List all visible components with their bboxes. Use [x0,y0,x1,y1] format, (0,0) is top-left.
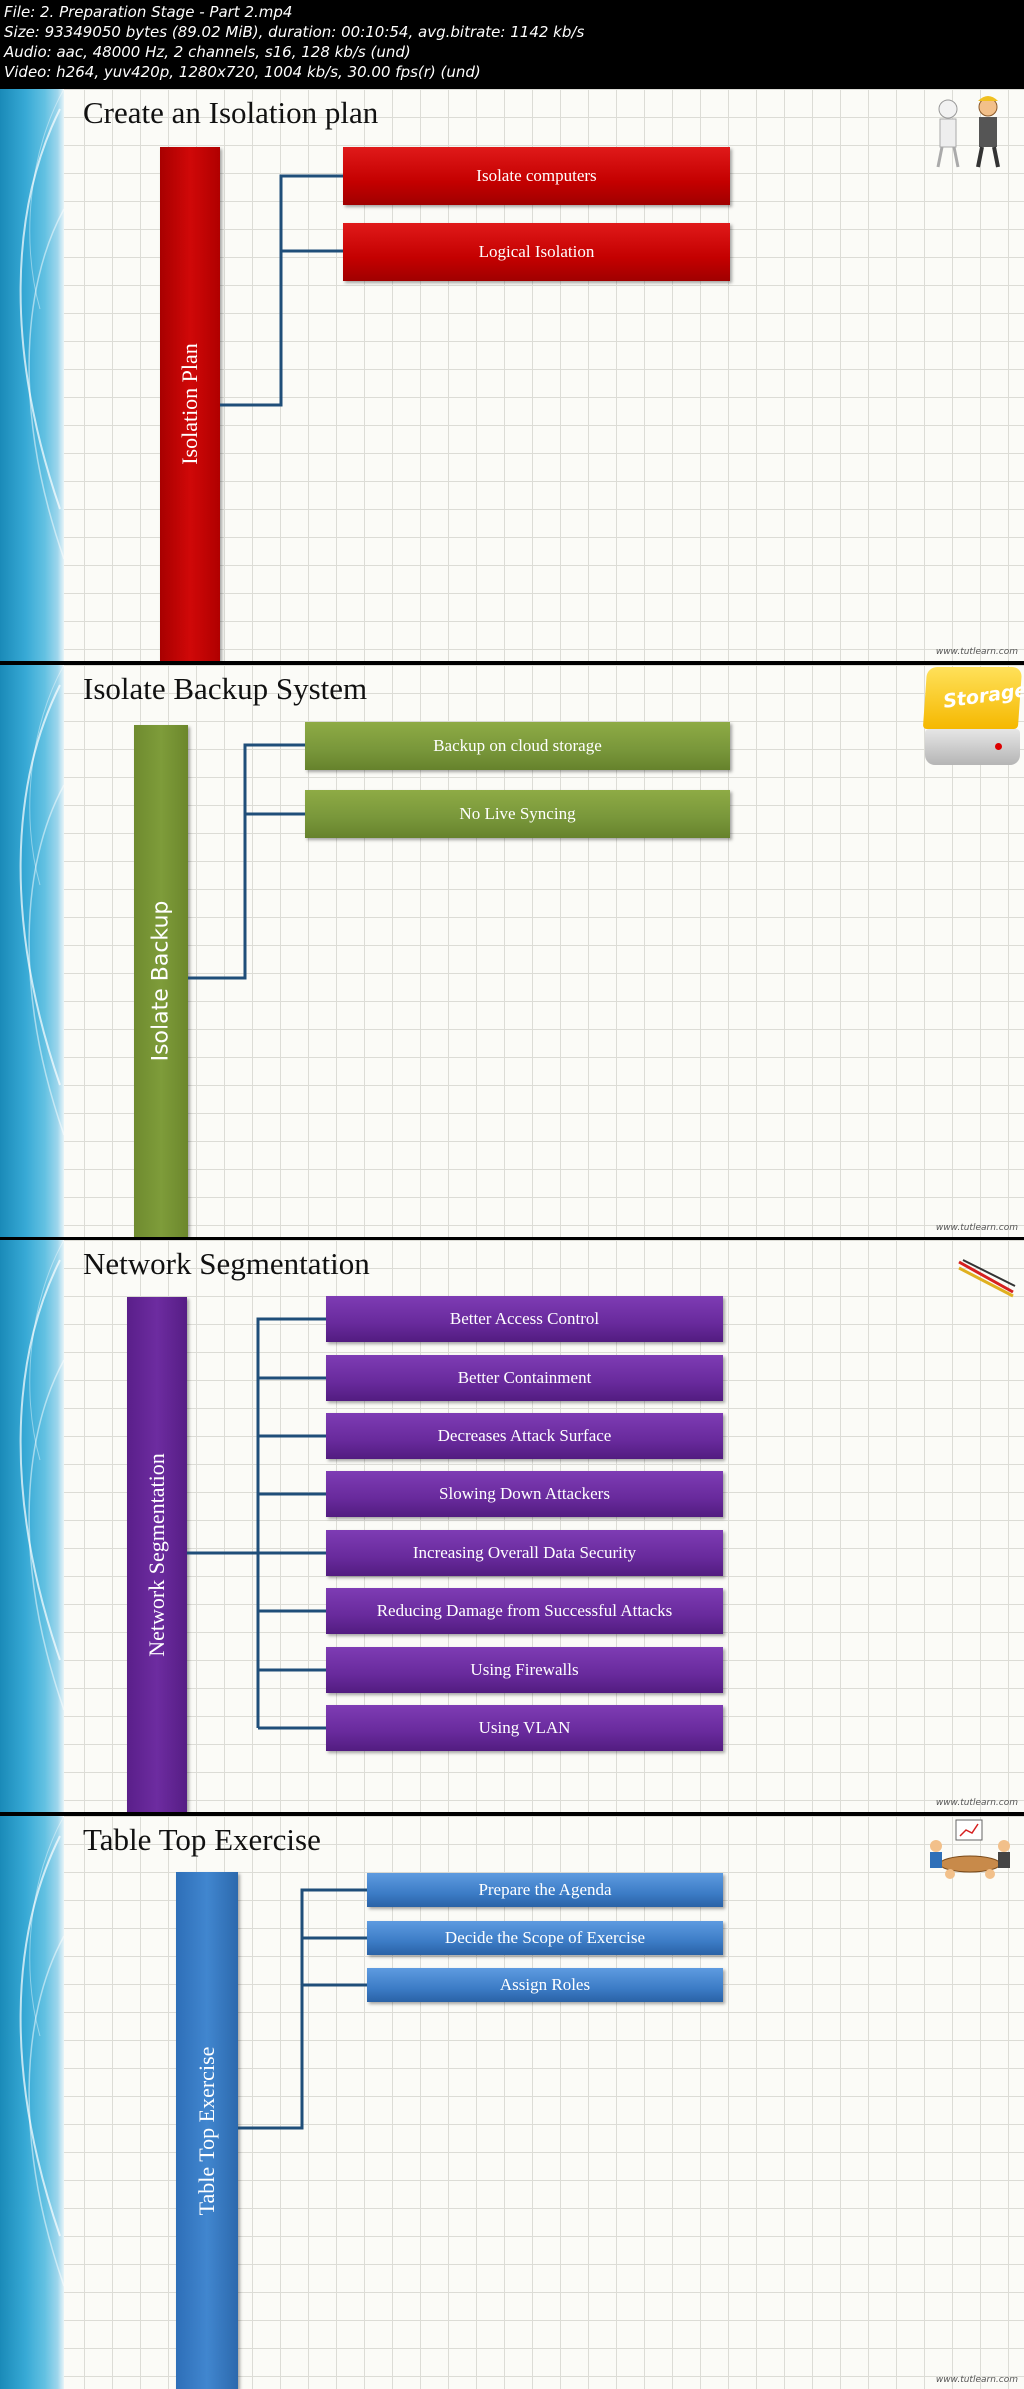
branch-node: Reducing Damage from Successful Attacks [326,1588,723,1634]
watermark: www.tutlearn.com [935,1798,1018,1808]
file-info-header: File: 2. Preparation Stage - Part 2.mp4 … [0,0,1024,88]
watermark: www.tutlearn.com [935,647,1018,657]
slide-network-segmentation: Network Segmentation Network Segmentatio… [0,1240,1024,1812]
slide-table-top-exercise: Table Top Exercise Table Top Exercise Pr… [0,1816,1024,2389]
slide-title: Isolate Backup System [83,671,368,706]
branch-node: Isolate computers [343,147,730,205]
watermark: www.tutlearn.com [935,1223,1018,1233]
slide-title: Table Top Exercise [83,1822,321,1857]
network-cables-icon [958,1259,1016,1298]
storage-device-icon: Storage [922,667,1024,769]
sidebar-decoration [0,665,64,1237]
branch-node: Decreases Attack Surface [326,1413,723,1459]
sidebar-decoration [0,89,64,661]
branch-node: Using Firewalls [326,1647,723,1693]
branch-node: Better Containment [326,1355,723,1401]
meeting-table-icon [930,1819,1010,1879]
branch-node: Using VLAN [326,1705,723,1751]
connector-lines [188,743,305,980]
characters-icon [936,96,1000,168]
connector-lines [238,1888,367,2130]
swoosh-icon [19,1816,64,2287]
root-node: Table Top Exercise [176,1872,238,2389]
root-node: Isolation Plan [160,147,220,661]
branch-node: Assign Roles [367,1968,723,2002]
sidebar-decoration [0,1240,64,1812]
slide-isolation-plan: Create an Isolation plan Isolation Plan … [0,89,1024,661]
video-info: Video: h264, yuv420p, 1280x720, 1004 kb/… [4,63,481,81]
branch-node: Prepare the Agenda [367,1873,723,1907]
branch-node: Logical Isolation [343,223,730,281]
slide-title: Create an Isolation plan [83,95,379,130]
branch-node: Increasing Overall Data Security [326,1530,723,1576]
root-node: Isolate Backup [134,725,188,1237]
branch-node: Backup on cloud storage [305,722,730,770]
branch-node: Decide the Scope of Exercise [367,1921,723,1955]
branch-node: Better Access Control [326,1296,723,1342]
sidebar-decoration [0,1816,64,2389]
branch-node: Slowing Down Attackers [326,1471,723,1517]
audio-info: Audio: aac, 48000 Hz, 2 channels, s16, 1… [4,43,411,61]
swoosh-icon [19,89,64,560]
slide-title: Network Segmentation [83,1246,370,1281]
root-node: Network Segmentation [127,1297,187,1812]
connector-lines [187,1317,326,1730]
file-size: Size: 93349050 bytes (89.02 MiB), durati… [4,23,585,41]
connector-lines [220,174,343,407]
slide-isolate-backup: Isolate Backup System Isolate Backup Bac… [0,665,1024,1237]
swoosh-icon [19,1240,64,1711]
watermark: www.tutlearn.com [935,2375,1018,2385]
branch-node: No Live Syncing [305,790,730,838]
swoosh-icon [19,665,64,1136]
file-name: File: 2. Preparation Stage - Part 2.mp4 [4,3,293,21]
